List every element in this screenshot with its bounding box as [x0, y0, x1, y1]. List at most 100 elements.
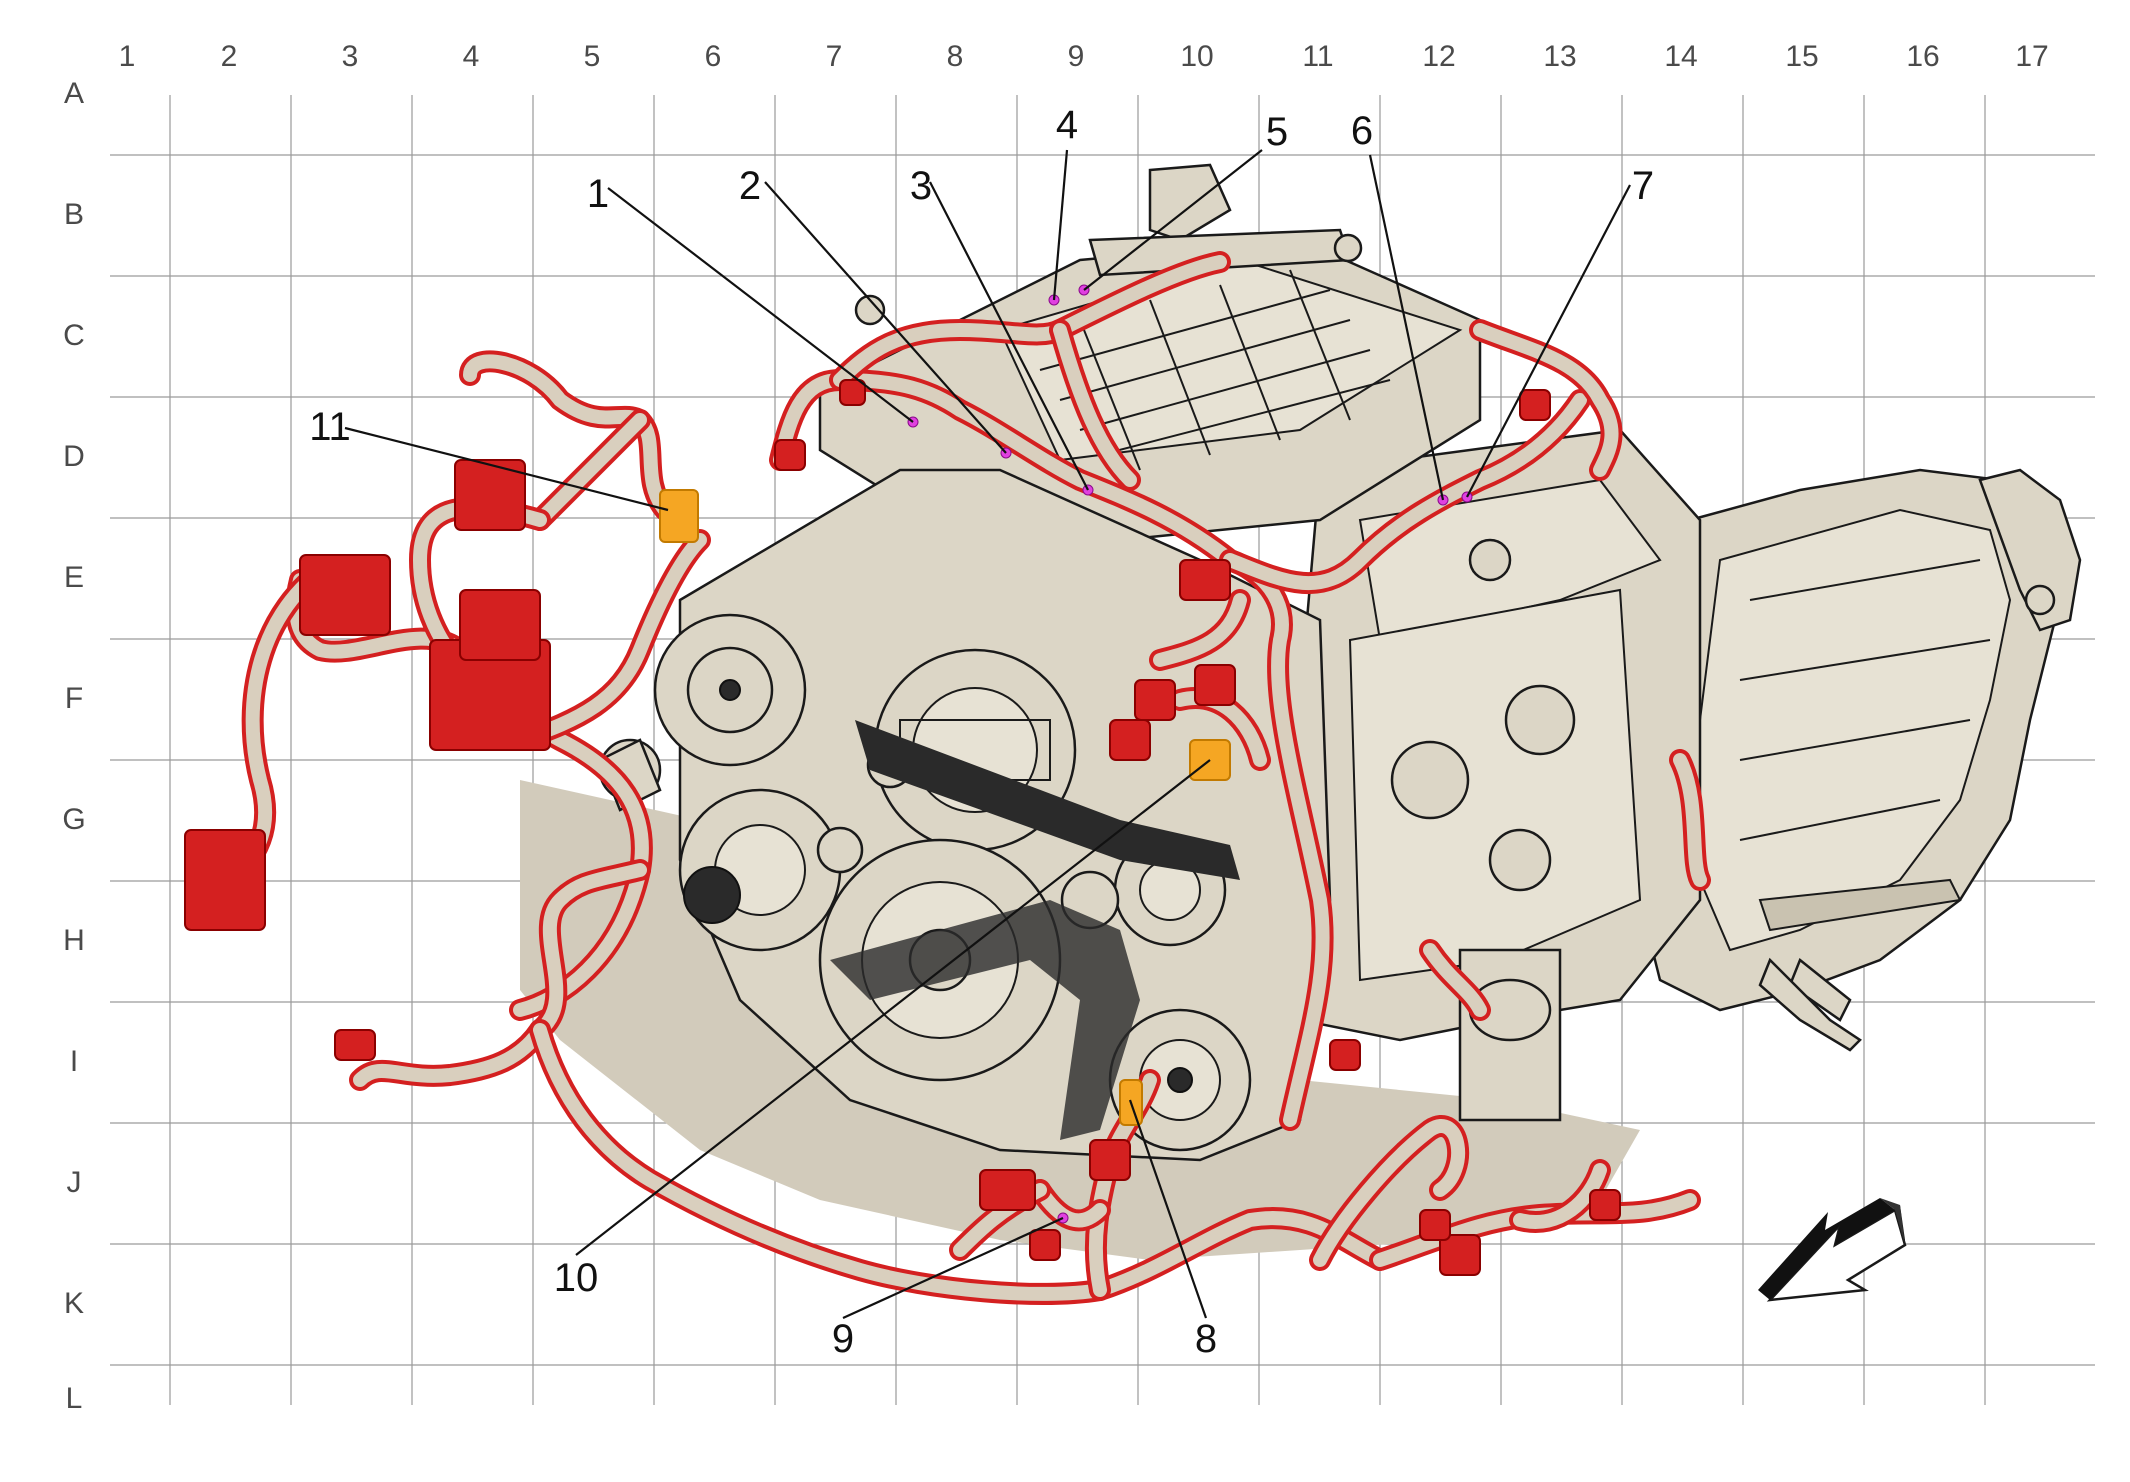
- grid-column-label: 4: [463, 40, 480, 73]
- grid-column-label: 14: [1664, 40, 1697, 73]
- grid-column-label: 5: [584, 40, 601, 73]
- grid-row-label: G: [62, 803, 85, 836]
- grid-column-label: 16: [1906, 40, 1939, 73]
- harness-connector: [1109, 719, 1151, 761]
- callout-leader-line: [1466, 184, 1631, 498]
- grid-row-label: B: [64, 198, 84, 231]
- grid-row-label: K: [64, 1287, 84, 1320]
- highlighted-connector: [659, 489, 699, 543]
- harness-connector: [1179, 559, 1231, 601]
- callout-leader-line: [1368, 154, 1445, 501]
- callout-6: 6: [1351, 109, 1373, 153]
- transmission-illustration: [1638, 468, 2082, 1052]
- grid-column-label: 3: [342, 40, 359, 73]
- harness-run-core: [1053, 323, 1137, 487]
- harness-run-core: [773, 373, 1237, 567]
- harness-connector: [1029, 1229, 1061, 1261]
- callout-numbers: 1 2 3 4 5 6 7 8 9 10 11: [309, 103, 1654, 1361]
- engine-block-illustration: [1278, 428, 1702, 1122]
- harness-connector: [839, 379, 866, 406]
- grid-column-label: 10: [1180, 40, 1213, 73]
- callout-5: 5: [1266, 110, 1288, 154]
- grid-column-label: 11: [1302, 40, 1333, 73]
- front-direction-arrow-icon: [1758, 1198, 1907, 1302]
- harness-run-core: [1473, 323, 1619, 477]
- callout-11: 11: [309, 405, 351, 449]
- harness-connector: [1589, 1189, 1621, 1221]
- grid-column-label: 9: [1068, 40, 1085, 73]
- harness-run-core: [1513, 1163, 1607, 1229]
- grid-column-label: 8: [947, 40, 964, 73]
- harness-connector: [1519, 389, 1551, 421]
- grid-column-label: 6: [705, 40, 722, 73]
- harness-run-core: [833, 323, 1067, 387]
- callout-leader-line: [575, 759, 1211, 1256]
- harness-connector: [774, 439, 806, 471]
- harness-run-core: [533, 413, 647, 527]
- harness-connector: [1329, 1039, 1361, 1071]
- grid-row-label: L: [66, 1382, 83, 1415]
- callout-leader-line: [764, 181, 1007, 454]
- grid-row-label: H: [63, 924, 85, 957]
- callout-leader-line: [1128, 1099, 1208, 1319]
- callout-3: 3: [910, 164, 932, 208]
- callout-4: 4: [1056, 103, 1078, 147]
- grid-column-label: 12: [1422, 40, 1455, 73]
- harness-connector: [979, 1169, 1036, 1211]
- harness-run-core: [1223, 393, 1587, 590]
- callout-2: 2: [739, 164, 761, 208]
- harness-connector: [454, 459, 526, 531]
- harness-run-core: [533, 863, 647, 1037]
- callout-leader-line: [607, 187, 914, 423]
- callout-leader-lines: [344, 149, 1631, 1320]
- harness-run-core: [1673, 753, 1707, 887]
- harness-connector: [1089, 1139, 1131, 1181]
- harness-connector: [1419, 1209, 1451, 1241]
- callout-8: 8: [1195, 1317, 1217, 1361]
- callout-9: 9: [832, 1317, 854, 1361]
- callout-10: 10: [554, 1256, 599, 1300]
- harness-run-core: [1173, 691, 1267, 767]
- grid-row-label: J: [67, 1166, 82, 1199]
- harness-run-core: [1093, 1211, 1387, 1297]
- grid-row-label: F: [65, 682, 83, 715]
- harness-connector: [184, 829, 266, 931]
- harness-connector: [1439, 1234, 1481, 1276]
- harness-run-core: [353, 1023, 547, 1087]
- grid-column-label: 2: [221, 40, 238, 73]
- grid-row-label: C: [63, 319, 85, 352]
- harness-run-core: [1053, 255, 1227, 337]
- callout-leader-line: [929, 181, 1089, 491]
- grid-column-label: 7: [826, 40, 843, 73]
- harness-connector: [459, 589, 541, 661]
- callout-leader-line: [1052, 149, 1069, 301]
- harness-run-core: [1313, 1119, 1466, 1267]
- callout-leader-line: [1083, 149, 1263, 291]
- callout-1: 1: [587, 172, 609, 216]
- grid-row-label: E: [64, 561, 84, 594]
- harness-connector: [1134, 679, 1176, 721]
- grid-row-label: D: [63, 440, 85, 473]
- harness-connector: [334, 1029, 376, 1061]
- harness-connector: [1194, 664, 1236, 706]
- grid-column-label: 15: [1785, 40, 1818, 73]
- supercharger-illustration: [818, 163, 1482, 542]
- grid-row-labels: A B C D E F G H I J K L: [62, 77, 85, 1415]
- intercooler-grid: [1039, 269, 1391, 471]
- harness-run-core: [1153, 593, 1247, 667]
- harness-run-core: [513, 533, 707, 747]
- callout-leader-line: [344, 426, 669, 512]
- harness-run-core: [1423, 943, 1487, 1017]
- grid-row-label: I: [70, 1045, 78, 1078]
- grid-row-label: A: [64, 77, 84, 110]
- callout-7: 7: [1632, 164, 1654, 208]
- harness-run-core: [1223, 553, 1330, 1127]
- harness-run-core: [533, 1023, 1107, 1301]
- grid-column-label: 13: [1543, 40, 1576, 73]
- grid-column-label: 17: [2015, 40, 2048, 73]
- harness-connector: [299, 554, 391, 636]
- harness-run-core: [463, 354, 672, 517]
- callout-leader-line: [842, 1216, 1064, 1320]
